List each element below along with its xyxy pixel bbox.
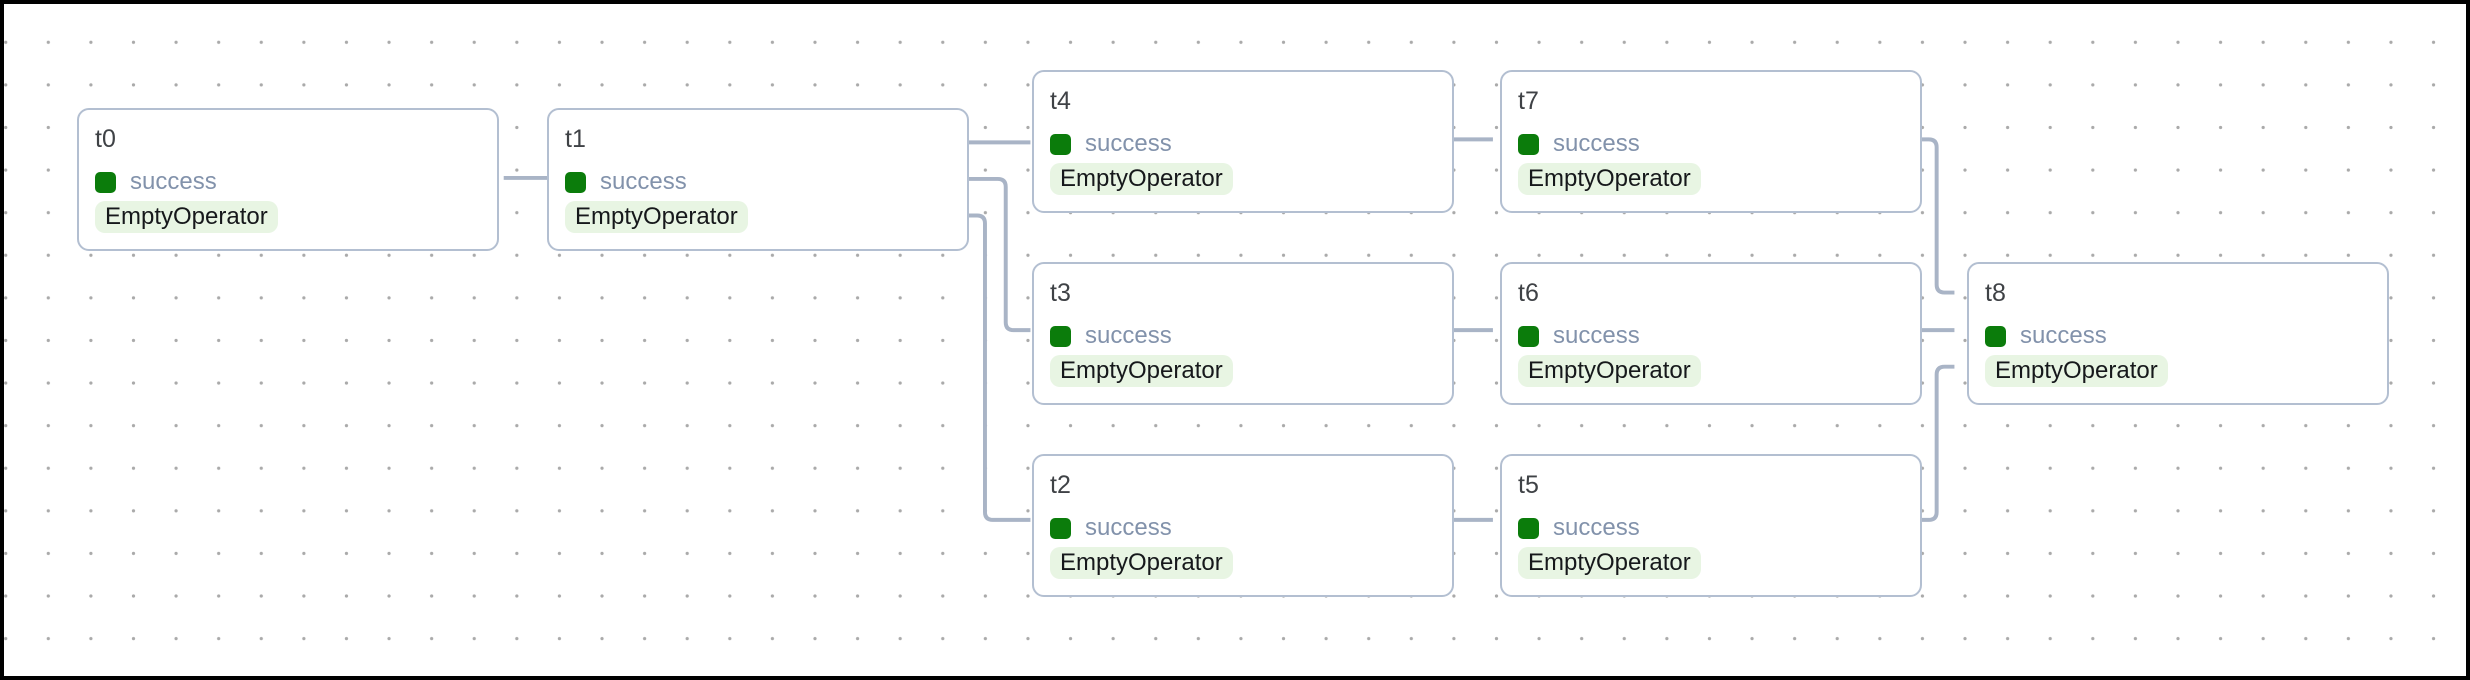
- task-node-t1[interactable]: t1 success EmptyOperator: [547, 108, 969, 251]
- status-label: success: [1553, 322, 1640, 349]
- task-name: t5: [1518, 471, 1539, 499]
- task-node-t3[interactable]: t3 success EmptyOperator: [1032, 262, 1454, 405]
- success-status-icon: [1518, 517, 1539, 539]
- status-label: success: [130, 168, 217, 195]
- operator-badge: EmptyOperator: [1518, 547, 1701, 579]
- operator-badge: EmptyOperator: [1050, 163, 1233, 195]
- task-node-t5[interactable]: t5 success EmptyOperator: [1500, 454, 1922, 597]
- operator-badge: EmptyOperator: [1518, 163, 1701, 195]
- status-label: success: [1085, 322, 1172, 349]
- task-status-row: success: [1050, 516, 1436, 540]
- success-status-icon: [1985, 325, 2006, 347]
- operator-badge: EmptyOperator: [1985, 355, 2168, 387]
- task-name: t8: [1985, 279, 2006, 307]
- edge-t1-t3: [968, 176, 1031, 333]
- operator-badge: EmptyOperator: [95, 201, 278, 233]
- operator-badge: EmptyOperator: [1050, 547, 1233, 579]
- status-label: success: [1085, 514, 1172, 541]
- status-label: success: [1553, 130, 1640, 157]
- task-status-row: success: [1518, 516, 1904, 540]
- success-status-icon: [1518, 133, 1539, 155]
- status-label: success: [600, 168, 687, 195]
- task-node-t7[interactable]: t7 success EmptyOperator: [1500, 70, 1922, 213]
- success-status-icon: [1050, 133, 1071, 155]
- success-status-icon: [565, 171, 586, 193]
- success-status-icon: [95, 171, 116, 193]
- task-name: t7: [1518, 87, 1539, 115]
- operator-badge: EmptyOperator: [1050, 355, 1233, 387]
- task-node-t0[interactable]: t0 success EmptyOperator: [77, 108, 499, 251]
- operator-badge: EmptyOperator: [1518, 355, 1701, 387]
- task-status-row: success: [1050, 324, 1436, 348]
- task-status-row: success: [95, 170, 481, 194]
- edge-t1-t2: [968, 213, 1031, 522]
- task-name: t1: [565, 125, 586, 153]
- task-name: t0: [95, 125, 116, 153]
- success-status-icon: [1050, 517, 1071, 539]
- task-name: t2: [1050, 471, 1071, 499]
- task-status-row: success: [565, 170, 951, 194]
- success-status-icon: [1518, 325, 1539, 347]
- status-label: success: [1553, 514, 1640, 541]
- task-status-row: success: [1518, 132, 1904, 156]
- task-name: t3: [1050, 279, 1071, 307]
- task-name: t4: [1050, 87, 1071, 115]
- task-status-row: success: [1050, 132, 1436, 156]
- status-label: success: [2020, 322, 2107, 349]
- status-label: success: [1085, 130, 1172, 157]
- task-node-t6[interactable]: t6 success EmptyOperator: [1500, 262, 1922, 405]
- task-name: t6: [1518, 279, 1539, 307]
- operator-badge: EmptyOperator: [565, 201, 748, 233]
- task-node-t4[interactable]: t4 success EmptyOperator: [1032, 70, 1454, 213]
- task-node-t8[interactable]: t8 success EmptyOperator: [1967, 262, 2389, 405]
- success-status-icon: [1050, 325, 1071, 347]
- task-status-row: success: [1518, 324, 1904, 348]
- task-node-t2[interactable]: t2 success EmptyOperator: [1032, 454, 1454, 597]
- task-status-row: success: [1985, 324, 2371, 348]
